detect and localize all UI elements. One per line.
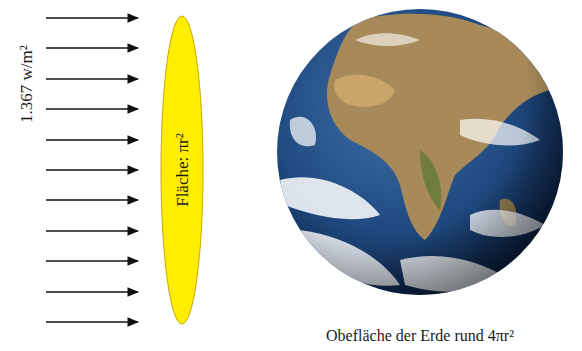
caption-label: Obefläche der Erde rund 4πr² [326,328,514,344]
area-label: Fläche: πr² [174,133,191,207]
earth-globe [277,9,571,320]
irradiance-label: 1.367 w/m² [18,45,35,123]
area-disc: Fläche: πr² [160,15,204,325]
sun-rays [46,18,138,322]
